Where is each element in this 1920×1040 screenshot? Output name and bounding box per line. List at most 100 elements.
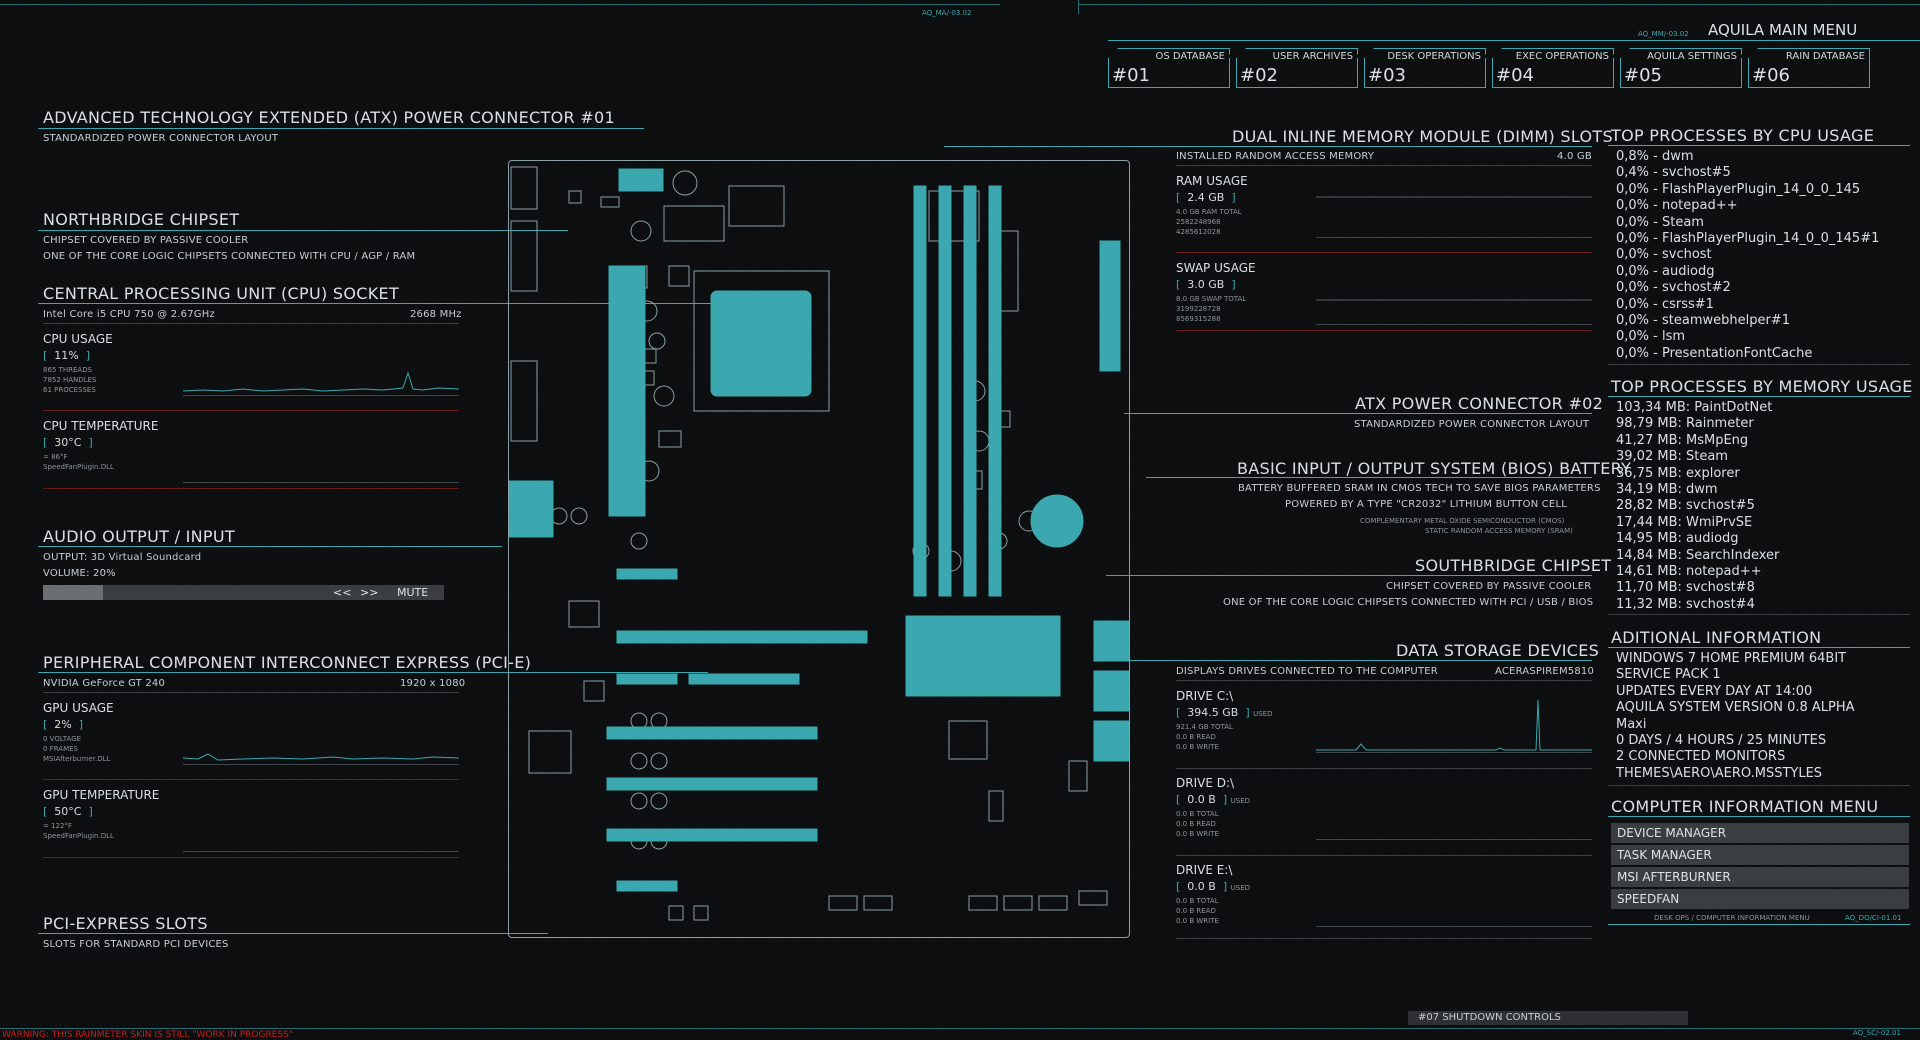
drive-c-value: 394.5 GB (1187, 706, 1239, 719)
menu-tab-desk-operations[interactable]: DESK OPERATIONS #03 (1354, 48, 1486, 88)
menu-tab-rain-database[interactable]: RAIN DATABASE#06 (1738, 48, 1870, 88)
drive-e-value-box: [ 0.0 B ] USED (1176, 880, 1251, 893)
cpu-usage-graph (183, 333, 459, 396)
cpu-temp-value-box: [ 30°C ] (43, 436, 93, 449)
memory-process-item: 34,19 MB: dwm (1616, 482, 1718, 498)
info-item: Maxi (1616, 716, 1647, 732)
shutdown-code: AQ_SC/-02.01 (1853, 1029, 1901, 1037)
info-item: AQUILA SYSTEM VERSION 0.8 ALPHA (1616, 700, 1855, 716)
memory-process-item: 36,75 MB: explorer (1616, 465, 1740, 481)
drive-c-value-box: [ 394.5 GB ] USED (1176, 706, 1273, 719)
menu-tab-number: #06 (1752, 65, 1790, 86)
bios-small1: COMPLEMENTARY METAL OXIDE SEMICONDUCTOR … (1360, 517, 1565, 525)
northbridge-sub1: CHIPSET COVERED BY PASSIVE COOLER (43, 235, 249, 246)
memory-processes-title: TOP PROCESSES BY MEMORY USAGE (1611, 377, 1913, 396)
cpu-title: CENTRAL PROCESSING UNIT (CPU) SOCKET (43, 284, 400, 303)
shutdown-controls-button[interactable]: #07 SHUTDOWN CONTROLS (1418, 1012, 1561, 1023)
memory-process-item: 11,32 MB: svchost#4 (1616, 596, 1755, 612)
cpu-process-item: 0,0% - FlashPlayerPlugin_14_0_0_145#1 (1616, 231, 1880, 247)
audio-volume: VOLUME: 20% (43, 568, 116, 579)
ram-usage-stats: 4.0 GB RAM TOTAL 2582248968 4285612028 (1176, 208, 1242, 236)
cpu-process-item: 0,0% - audiodg (1616, 263, 1715, 279)
volume-slider-fill (43, 585, 103, 600)
storage-sub: DISPLAYS DRIVES CONNECTED TO THE COMPUTE… (1176, 666, 1438, 677)
memory-process-item: 39,02 MB: Steam (1616, 449, 1728, 465)
ram-usage-value: 2.4 GB (1187, 191, 1225, 204)
cpu-process-item: 0,0% - PresentationFontCache (1616, 345, 1813, 361)
bios-sub2: POWERED BY A TYPE "CR2032" LITHIUM BUTTO… (1285, 499, 1567, 510)
speedfan-button[interactable]: SPEEDFAN (1611, 889, 1909, 909)
cpu-process-item: 0,0% - FlashPlayerPlugin_14_0_0_145 (1616, 181, 1861, 197)
cpu-process-item: 0,8% - dwm (1616, 149, 1694, 164)
motherboard-schematic (508, 166, 1131, 921)
menu-tab-os-database[interactable]: OS DATABASE#01 (1098, 48, 1230, 88)
info-item: THEMES\AERO\AERO.MSSTYLES (1616, 765, 1823, 781)
cpu-process-item: 0,0% - csrss#1 (1616, 296, 1714, 312)
bios-small2: STATIC RANDOM ACCESS MEMORY (SRAM) (1425, 527, 1573, 535)
audio-output: OUTPUT: 3D Virtual Soundcard (43, 552, 202, 563)
mute-button[interactable]: MUTE (397, 586, 429, 599)
memory-process-item: 28,82 MB: svchost#5 (1616, 498, 1755, 514)
menu-tab-user-archives[interactable]: USER ARCHIVES#02 (1226, 48, 1358, 88)
gpu-temp-graph (183, 789, 459, 852)
northbridge-sub2: ONE OF THE CORE LOGIC CHIPSETS CONNECTED… (43, 251, 416, 262)
menu-tab-label: DESK OPERATIONS (1387, 51, 1481, 62)
menu-tab-aquila-settings[interactable]: AQUILA SETTINGS#05 (1610, 48, 1742, 88)
volume-prev-button[interactable]: << (333, 586, 352, 599)
drive-e-used: USED (1230, 884, 1251, 892)
menu-tab-exec-operations[interactable]: EXEC OPERATIONS #04 (1482, 48, 1614, 88)
ram-usage-label: RAM USAGE (1176, 174, 1248, 188)
cpu-frequency: 2668 MHz (410, 309, 462, 320)
bios-title: BASIC INPUT / OUTPUT SYSTEM (BIOS) BATTE… (1237, 459, 1632, 478)
cpu-temp-stats: = 86°F SpeedFanPlugin.DLL (43, 453, 114, 471)
volume-slider[interactable] (43, 585, 343, 600)
drive-c-stats: 921.4 GB TOTAL 0.0 B READ 0.0 B WRITE (1176, 723, 1233, 751)
drive-d-stats: 0.0 B TOTAL 0.0 B READ 0.0 B WRITE (1176, 810, 1219, 838)
menu-tab-label: EXEC OPERATIONS (1515, 51, 1609, 62)
device-manager-button[interactable]: DEVICE MANAGER (1611, 823, 1909, 843)
task-manager-button[interactable]: TASK MANAGER (1611, 845, 1909, 865)
drive-d-label: DRIVE D:\ (1176, 776, 1235, 790)
motherboard-diagram (508, 160, 1131, 938)
cpu-usage-value: 11% (54, 349, 79, 362)
pcie-title: PERIPHERAL COMPONENT INTERCONNECT EXPRES… (43, 653, 532, 672)
info-title: ADITIONAL INFORMATION (1611, 628, 1822, 647)
gpu-usage-value: 2% (54, 718, 72, 731)
cim-title: COMPUTER INFORMATION MENU (1611, 797, 1879, 816)
menu-tab-number: #04 (1496, 65, 1534, 86)
gpu-temp-value-box: [ 50°C ] (43, 805, 93, 818)
gpu-temp-value: 50°C (54, 805, 82, 818)
gpu-temp-label: GPU TEMPERATURE (43, 788, 160, 802)
cpu-usage-label: CPU USAGE (43, 332, 113, 346)
cpu-process-item: 0,4% - svchost#5 (1616, 165, 1731, 181)
dimm-installed-value: 4.0 GB (1557, 151, 1592, 162)
drive-c-graph (1316, 690, 1592, 753)
gpu-temp-stats: = 122°F SpeedFanPlugin.DLL (43, 822, 114, 840)
cpu-process-item: 0,0% - svchost (1616, 247, 1712, 263)
southbridge-title: SOUTHBRIDGE CHIPSET (1415, 556, 1612, 575)
memory-process-item: 98,79 MB: Rainmeter (1616, 416, 1754, 432)
cpu-process-item: 0,0% - lsm (1616, 329, 1686, 345)
msi-afterburner-button[interactable]: MSI AFTERBURNER (1611, 867, 1909, 887)
gpu-resolution: 1920 x 1080 (400, 678, 466, 689)
menu-tab-number: #01 (1112, 65, 1150, 86)
menu-tab-number: #03 (1368, 65, 1406, 86)
northbridge-title: NORTHBRIDGE CHIPSET (43, 210, 240, 229)
dimm-installed-label: INSTALLED RANDOM ACCESS MEMORY (1176, 151, 1375, 162)
cim-footer: DESK OPS / COMPUTER INFORMATION MENU (1654, 914, 1810, 922)
cpu-process-item: 0,0% - svchost#2 (1616, 280, 1731, 296)
volume-next-button[interactable]: >> (360, 586, 379, 599)
dimm-title: DUAL INLINE MEMORY MODULE (DIMM) SLOTS (1232, 127, 1613, 146)
gpu-usage-stats: 0 VOLTAGE 0 FRAMES MSIAfterburner.DLL (43, 735, 111, 763)
memory-process-item: 14,95 MB: audiodg (1616, 531, 1739, 547)
menu-tab-number: #02 (1240, 65, 1278, 86)
drive-c-label: DRIVE C:\ (1176, 689, 1234, 703)
warning-text: WARNING: THIS RAINMETER SKIN IS STILL "W… (2, 1030, 293, 1040)
drive-e-value: 0.0 B (1187, 880, 1216, 893)
drive-d-used: USED (1230, 797, 1251, 805)
atx-title: ADVANCED TECHNOLOGY EXTENDED (ATX) POWER… (43, 108, 615, 127)
drive-d-value-box: [ 0.0 B ] USED (1176, 793, 1251, 806)
memory-process-item: 14,84 MB: SearchIndexer (1616, 547, 1780, 563)
